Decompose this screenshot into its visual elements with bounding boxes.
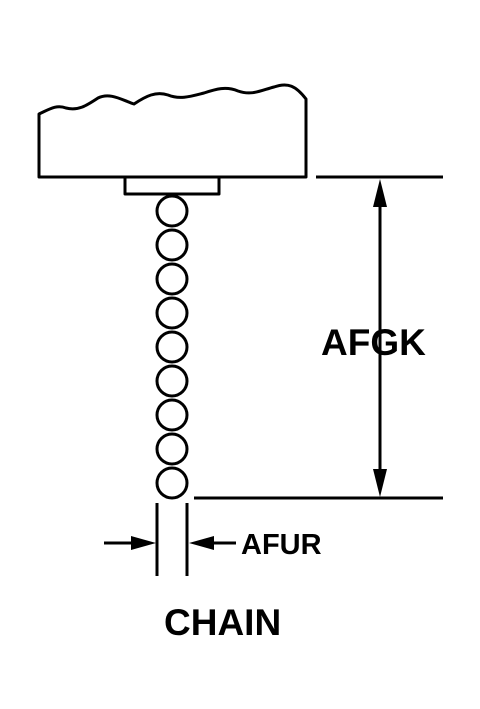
width-arrowhead-left xyxy=(131,536,156,550)
chain-bead xyxy=(155,194,189,228)
mounting-block xyxy=(37,83,308,179)
chain-bead xyxy=(155,432,189,466)
chain-bead xyxy=(155,364,189,398)
length-dimension-label: AFGK xyxy=(321,322,426,363)
attachment-plate xyxy=(123,175,221,196)
chain-bead xyxy=(155,330,189,364)
bead-chain xyxy=(155,194,189,500)
length-arrowhead-top xyxy=(373,179,387,207)
chain-bead xyxy=(155,228,189,262)
width-arrowhead-right xyxy=(189,536,214,550)
chain-bead xyxy=(155,296,189,330)
length-arrowhead-bottom xyxy=(373,469,387,497)
chain-bead xyxy=(155,262,189,296)
chain-bead xyxy=(155,398,189,432)
width-dimension-label: AFUR xyxy=(241,529,322,561)
part-name-label: CHAIN xyxy=(164,602,282,643)
chain-bead xyxy=(155,466,189,500)
